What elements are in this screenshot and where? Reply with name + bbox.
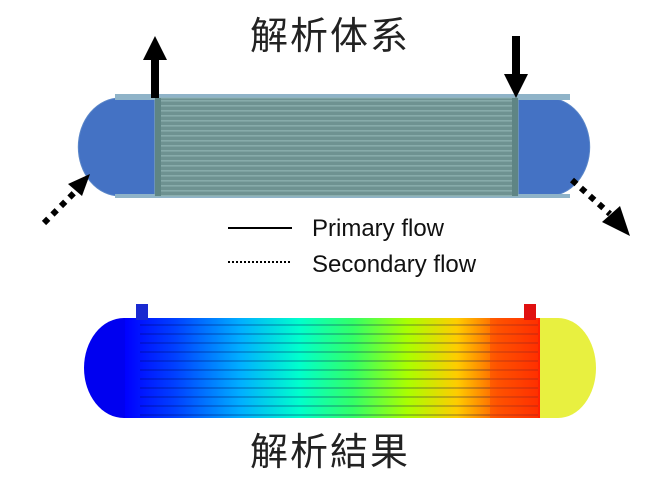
result-tube-lines [140,320,538,416]
left-head [77,97,156,197]
top-title: 解析体系 [249,14,410,58]
result-contour [84,304,596,418]
primary-inlet-arrow [504,36,528,98]
primary-outlet-arrow [143,36,167,98]
shell-rim [115,94,570,100]
result-left-nozzle [136,304,148,320]
tube-sheet-left [155,98,161,196]
tube-sheet-right [512,98,518,196]
result-hot-zone [490,318,538,418]
right-head [517,97,591,197]
legend: Primary flow Secondary flow [228,215,477,278]
result-right-nozzle [524,304,536,320]
legend-secondary-label: Secondary flow [312,251,477,278]
secondary-outlet-arrow [569,177,630,236]
bottom-title: 解析結果 [249,430,410,474]
secondary-inlet-arrow [41,174,90,226]
legend-primary-label: Primary flow [312,215,445,242]
shell-body [154,97,519,197]
result-right-head [538,318,596,418]
